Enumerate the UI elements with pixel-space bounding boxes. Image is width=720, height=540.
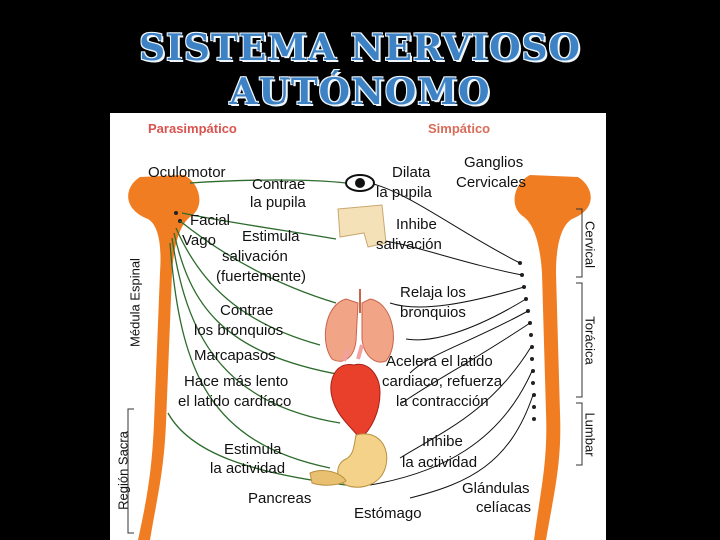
label-lento-1: Hace más lento <box>184 373 289 390</box>
label-acelera-2: cardiaco, refuerza <box>382 373 503 390</box>
salivary-gland-illustration <box>337 204 387 248</box>
label-relaja-1: Relaja los <box>400 284 466 301</box>
label-estimula-sal-2: salivación <box>222 248 288 265</box>
label-marcapasos: Marcapasos <box>194 347 276 364</box>
label-inhibe-act-2: la actividad <box>402 454 478 471</box>
label-cervical: Cervical <box>582 221 598 268</box>
sympathetic-ganglia <box>174 211 536 421</box>
label-relaja-2: bronquios <box>400 304 466 321</box>
sympathetic-nerves <box>369 182 534 499</box>
label-inhibe-sal-2: salivación <box>376 236 442 253</box>
slide-title: SISTEMA NERVIOSO AUTÓNOMO <box>0 26 720 114</box>
label-contrae-pupila-1: Contrae <box>252 176 306 193</box>
label-ganglios-1: Ganglios <box>464 154 524 171</box>
label-glandulas-1: Glándulas <box>462 480 530 497</box>
label-medula-espinal: Médula Espinal <box>127 258 143 347</box>
label-acelera-1: Acelera el latido <box>386 353 493 370</box>
label-inhibe-act-1: Inhibe <box>422 433 463 450</box>
label-region-sacra: Región Sacra <box>115 431 131 510</box>
label-toracica: Torácica <box>582 316 598 365</box>
region-brackets <box>127 208 583 534</box>
pancreas-illustration <box>309 470 347 486</box>
label-dilata-2: la pupila <box>376 184 432 201</box>
label-contrae-bronq-1: Contrae <box>220 302 274 319</box>
label-estimula-act-1: Estimula <box>224 441 282 458</box>
label-vago: Vago <box>182 232 216 249</box>
label-oculomotor: Oculomotor <box>148 164 226 181</box>
right-spinal-cord <box>514 175 591 540</box>
header-parasympathetic: Parasimpático <box>148 121 237 136</box>
header-sympathetic: Simpático <box>428 121 491 136</box>
label-estimula-sal-1: Estimula <box>242 228 300 245</box>
stomach-illustration <box>337 433 388 488</box>
label-facial: Facial <box>190 212 231 229</box>
diagram-graphics <box>127 174 591 540</box>
label-pancreas: Pancreas <box>248 490 312 507</box>
label-estomago: Estómago <box>354 505 422 522</box>
left-spinal-cord <box>128 175 200 540</box>
label-dilata-1: Dilata <box>392 164 431 181</box>
label-ganglios-2: Cervicales <box>456 174 527 191</box>
lungs-illustration <box>324 289 394 363</box>
label-lumbar: Lumbar <box>582 412 598 457</box>
label-contrae-pupila-2: la pupila <box>250 194 306 211</box>
eye-illustration <box>345 174 375 192</box>
parasympathetic-nerves <box>167 179 347 486</box>
label-glandulas-2: celíacas <box>476 499 532 516</box>
diagram-panel: Parasimpático Simpático Oculomotor Contr… <box>110 113 606 540</box>
title-line-1: SISTEMA NERVIOSO <box>139 27 581 69</box>
label-inhibe-sal-1: Inhibe <box>396 216 437 233</box>
label-acelera-3: la contracción <box>396 393 489 410</box>
label-estimula-act-2: la actividad <box>210 460 286 477</box>
label-estimula-sal-3: (fuertemente) <box>216 268 307 285</box>
title-line-2: AUTÓNOMO <box>229 71 491 113</box>
label-contrae-bronq-2: los bronquios <box>194 322 284 339</box>
label-lento-2: el latido cardíaco <box>178 393 292 410</box>
